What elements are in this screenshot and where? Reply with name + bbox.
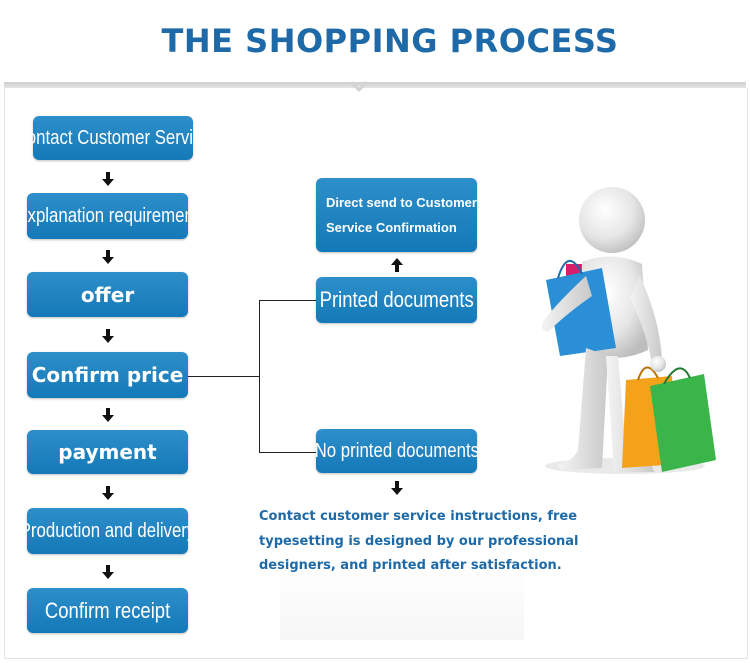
step-confirm-receipt: Confirm receipt	[27, 588, 188, 633]
arrow-down-icon	[102, 565, 114, 579]
chevron-down-icon	[349, 80, 369, 92]
step-explanation-requirement: Explanation requirement	[16, 193, 199, 239]
header-divider	[4, 82, 746, 88]
connector-line	[259, 300, 316, 301]
direct-send-confirmation-box: Direct send to Customer Service Confirma…	[316, 178, 477, 252]
step-label: Explanation requirement	[16, 204, 199, 227]
arrow-up-icon	[391, 258, 403, 272]
arrow-down-icon	[102, 250, 114, 264]
content-panel	[4, 88, 748, 659]
step-label: Confirm price	[31, 363, 184, 387]
step-label: Production and delivery	[19, 519, 196, 542]
page-title: THE SHOPPING PROCESS	[161, 22, 619, 60]
note-background	[280, 560, 524, 640]
step-label: payment	[58, 440, 157, 464]
connector-line	[259, 452, 316, 453]
step-offer: offer	[27, 272, 188, 317]
step-confirm-price: Confirm price	[27, 352, 188, 398]
step-label: offer	[80, 282, 135, 307]
box-label: No printed documents	[314, 439, 479, 462]
arrow-down-icon	[102, 329, 114, 343]
printed-documents-box: Printed documents	[316, 277, 477, 323]
connector-line	[259, 300, 260, 452]
box-label: Printed documents	[319, 287, 474, 312]
step-production-and-delivery: Production and delivery	[20, 508, 195, 554]
note-text: Contact customer service instructions, f…	[259, 509, 579, 573]
step-label: Confirm receipt	[44, 597, 171, 623]
step-contact-customer-service: Contact Customer Service	[15, 116, 211, 160]
arrow-down-icon	[102, 172, 114, 186]
connector-line	[188, 376, 259, 377]
arrow-down-icon	[102, 408, 114, 422]
box-label: Direct send to Customer Service Confirma…	[326, 195, 477, 235]
no-printed-documents-box: No printed documents	[314, 429, 479, 473]
step-label: Contact Customer Service	[14, 126, 212, 149]
person-with-shopping-bags-icon	[541, 187, 716, 474]
arrow-down-icon	[102, 486, 114, 500]
arrow-down-icon	[391, 481, 403, 495]
step-payment: payment	[27, 430, 188, 474]
